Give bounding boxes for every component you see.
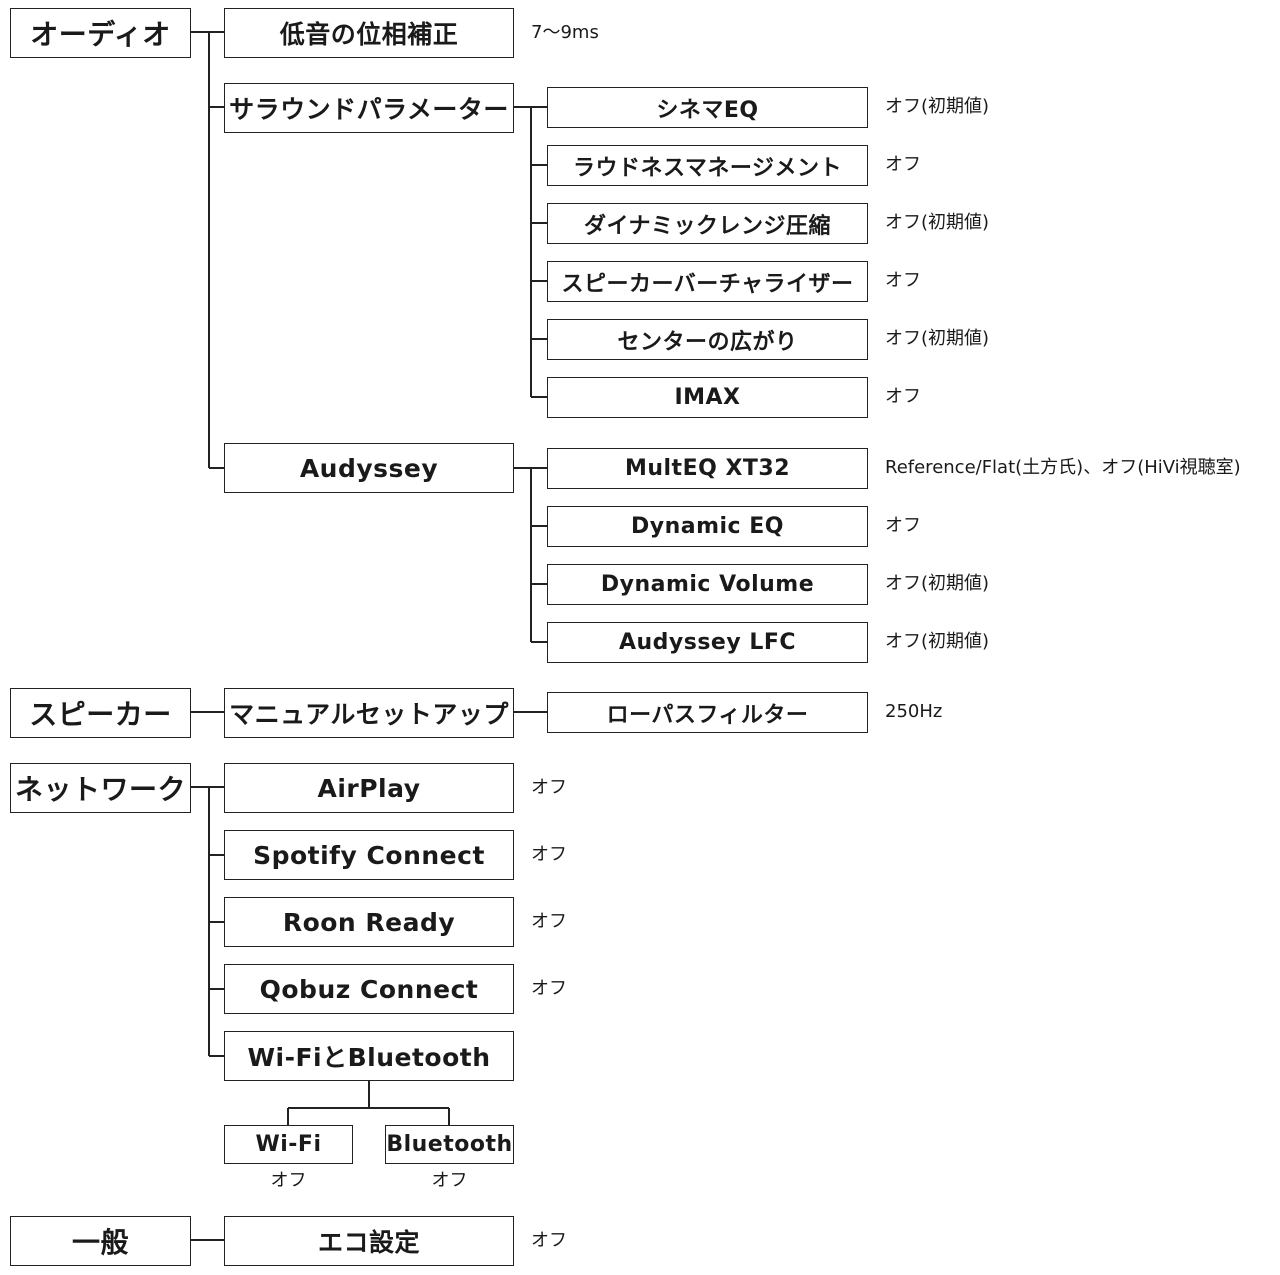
value-airplay: オフ bbox=[531, 777, 567, 798]
node-imax: IMAX bbox=[547, 377, 868, 418]
value-speaker-virtualizer: オフ bbox=[885, 270, 921, 291]
node-loudness-management: ラウドネスマネージメント bbox=[547, 145, 868, 186]
value-roon-ready: オフ bbox=[531, 911, 567, 932]
node-lowpass-filter: ローパスフィルター bbox=[547, 692, 868, 733]
value-multeq-xt32: Reference/Flat(土方氏)、オフ(HiVi視聴室) bbox=[885, 457, 1241, 478]
value-dynamic-range-compression: オフ(初期値) bbox=[885, 212, 990, 233]
node-airplay: AirPlay bbox=[224, 763, 514, 813]
category-speaker: スピーカー bbox=[10, 688, 191, 738]
node-speaker-virtualizer: スピーカーバーチャライザー bbox=[547, 261, 868, 302]
value-lowpass-filter: 250Hz bbox=[885, 701, 943, 722]
node-dynamic-eq: Dynamic EQ bbox=[547, 506, 868, 547]
value-cinema-eq: オフ(初期値) bbox=[885, 96, 990, 117]
value-wifi: オフ bbox=[270, 1170, 307, 1191]
value-loudness-management: オフ bbox=[885, 154, 921, 175]
value-eco-setting: オフ bbox=[531, 1230, 567, 1251]
node-dynamic-volume: Dynamic Volume bbox=[547, 564, 868, 605]
category-audio: オーディオ bbox=[10, 8, 191, 58]
node-center-spread: センターの広がり bbox=[547, 319, 868, 360]
category-general: 一般 bbox=[10, 1216, 191, 1266]
node-cinema-eq: シネマEQ bbox=[547, 87, 868, 128]
value-dynamic-volume: オフ(初期値) bbox=[885, 573, 990, 594]
node-wifi-bluetooth: Wi-FiとBluetooth bbox=[224, 1031, 514, 1081]
value-imax: オフ bbox=[885, 386, 921, 407]
node-audyssey: Audyssey bbox=[224, 443, 514, 493]
value-dynamic-eq: オフ bbox=[885, 515, 921, 536]
node-multeq-xt32: MultEQ XT32 bbox=[547, 448, 868, 489]
node-bluetooth: Bluetooth bbox=[385, 1125, 514, 1164]
node-wifi: Wi-Fi bbox=[224, 1125, 353, 1164]
node-spotify-connect: Spotify Connect bbox=[224, 830, 514, 880]
node-bass-phase: 低音の位相補正 bbox=[224, 8, 514, 58]
node-eco-setting: エコ設定 bbox=[224, 1216, 514, 1266]
value-qobuz-connect: オフ bbox=[531, 978, 567, 999]
value-bass-phase: 7〜9ms bbox=[531, 22, 599, 43]
node-qobuz-connect: Qobuz Connect bbox=[224, 964, 514, 1014]
value-audyssey-lfc: オフ(初期値) bbox=[885, 631, 990, 652]
value-center-spread: オフ(初期値) bbox=[885, 328, 990, 349]
node-surround-parameters: サラウンドパラメーター bbox=[224, 83, 514, 133]
node-roon-ready: Roon Ready bbox=[224, 897, 514, 947]
category-network: ネットワーク bbox=[10, 763, 191, 813]
value-bluetooth: オフ bbox=[431, 1170, 468, 1191]
node-dynamic-range-compression: ダイナミックレンジ圧縮 bbox=[547, 203, 868, 244]
node-manual-setup: マニュアルセットアップ bbox=[224, 688, 514, 738]
value-spotify-connect: オフ bbox=[531, 844, 567, 865]
node-audyssey-lfc: Audyssey LFC bbox=[547, 622, 868, 663]
